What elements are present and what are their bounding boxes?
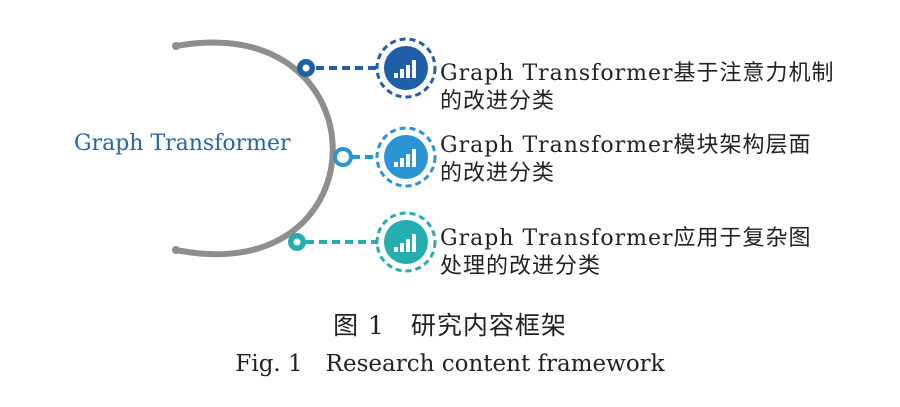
branch-2-icon-ring xyxy=(375,126,437,188)
branch-1-label-line1: Graph Transformer基于注意力机制 xyxy=(440,61,835,86)
figure-caption-cn: 图 1 研究内容框架 xyxy=(333,311,567,340)
arc-end-top xyxy=(172,42,180,50)
branch-2-label-line1: Graph Transformer模块架构层面 xyxy=(440,133,812,158)
figure-caption-en: Fig. 1 Research content framework xyxy=(235,351,665,377)
signal-bars-icon xyxy=(394,149,416,167)
branch-1-node-core xyxy=(302,64,310,72)
branch-1-label: Graph Transformer基于注意力机制 的改进分类 xyxy=(440,60,835,116)
arc-end-bottom xyxy=(172,246,180,254)
branch-1-label-line2: 的改进分类 xyxy=(440,89,556,114)
branch-1-icon-ring xyxy=(375,37,437,99)
branch-3-label: Graph Transformer应用于复杂图 处理的改进分类 xyxy=(440,225,812,281)
signal-bars-icon xyxy=(394,234,416,252)
signal-bars-icon xyxy=(394,60,416,78)
branch-3 xyxy=(288,211,437,273)
framework-arc xyxy=(173,39,336,258)
branch-3-label-line2: 处理的改进分类 xyxy=(440,254,602,279)
branch-2-node xyxy=(333,147,353,167)
branch-2-label: Graph Transformer模块架构层面 的改进分类 xyxy=(440,132,812,188)
branch-1 xyxy=(297,37,437,99)
branch-2-label-line2: 的改进分类 xyxy=(440,161,556,186)
center-label: Graph Transformer xyxy=(74,131,291,156)
branch-3-node-core xyxy=(293,238,301,246)
branch-2 xyxy=(333,126,437,188)
branch-3-label-line1: Graph Transformer应用于复杂图 xyxy=(440,226,812,251)
branch-3-icon-ring xyxy=(375,211,437,273)
